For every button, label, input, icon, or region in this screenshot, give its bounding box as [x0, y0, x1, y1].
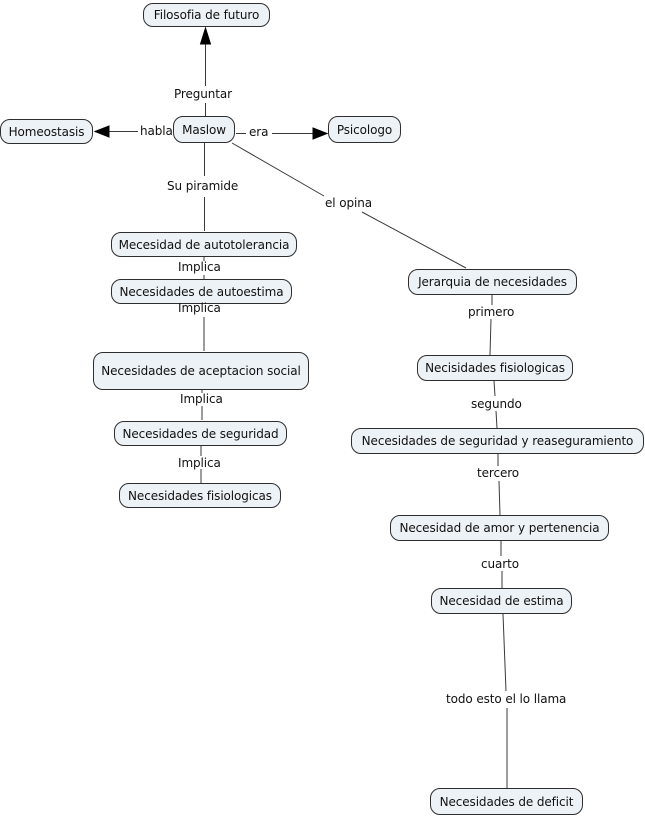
concept-node-homeostasis[interactable]: Homeostasis	[0, 119, 93, 144]
link-label-primero[interactable]: primero	[468, 305, 515, 319]
edge-maslow-jerarquia	[231, 142, 467, 269]
arrowhead-left-icon	[93, 125, 110, 138]
edge-todo-esto	[502, 613, 508, 788]
concept-node-psicologo[interactable]: Psicologo	[328, 116, 401, 143]
concept-node-estima[interactable]: Necesidad de estima	[431, 588, 572, 614]
concept-node-deficit[interactable]: Necesidades de deficit	[430, 788, 583, 815]
link-label-implica-1[interactable]: Implica	[178, 260, 221, 274]
concept-node-seguridad-reaseguramiento[interactable]: Necesidades de seguridad y reaseguramien…	[351, 428, 644, 454]
link-label-habla[interactable]: habla	[140, 124, 173, 138]
link-label-su-piramide[interactable]: Su piramide	[167, 179, 239, 193]
link-label-tercero[interactable]: tercero	[477, 466, 520, 480]
link-label-cuarto[interactable]: cuarto	[481, 557, 519, 571]
link-label-el-opina[interactable]: el opina	[325, 196, 372, 210]
link-label-implica-4[interactable]: Implica	[178, 456, 221, 470]
link-label-todo-esto[interactable]: todo esto el lo llama	[446, 692, 567, 706]
concept-node-autoestima[interactable]: Necesidades de autoestima	[111, 279, 292, 304]
edge-segundo	[493, 380, 498, 429]
concept-node-fisiologicas-right[interactable]: Necisidades fisiologicas	[417, 355, 573, 381]
edge-cuarto	[500, 541, 503, 588]
edge-tercero	[497, 454, 501, 516]
edge-primero	[489, 295, 493, 356]
concept-node-seguridad[interactable]: Necesidades de seguridad	[114, 421, 287, 446]
edge-maslow-filosofia	[199, 26, 212, 116]
concept-node-autotolerancia[interactable]: Mecesidad de autotolerancia	[111, 232, 297, 257]
concept-node-aceptacion-social[interactable]: Necesidades de aceptacion social	[93, 352, 309, 390]
concept-node-maslow[interactable]: Maslow	[173, 116, 235, 143]
concept-node-fisiologicas-left[interactable]: Necesidades fisiologicas	[119, 483, 281, 508]
concept-node-amor-pertenencia[interactable]: Necesidad de amor y pertenencia	[390, 515, 609, 541]
edge-maslow-homeostasis	[93, 125, 138, 138]
concept-node-jerarquia[interactable]: Jerarquia de necesidades	[408, 269, 577, 295]
link-label-preguntar[interactable]: Preguntar	[174, 87, 232, 101]
concept-node-filosofia[interactable]: Filosofia de futuro	[143, 3, 270, 27]
edge-maslow-psicologo	[236, 127, 329, 140]
link-label-implica-3[interactable]: Implica	[180, 392, 223, 406]
link-label-era[interactable]: era	[249, 125, 269, 139]
arrowhead-right-icon	[312, 127, 329, 140]
link-label-segundo[interactable]: segundo	[471, 397, 522, 411]
arrowhead-up-icon	[199, 26, 212, 45]
link-label-implica-2[interactable]: Implica	[178, 301, 221, 315]
